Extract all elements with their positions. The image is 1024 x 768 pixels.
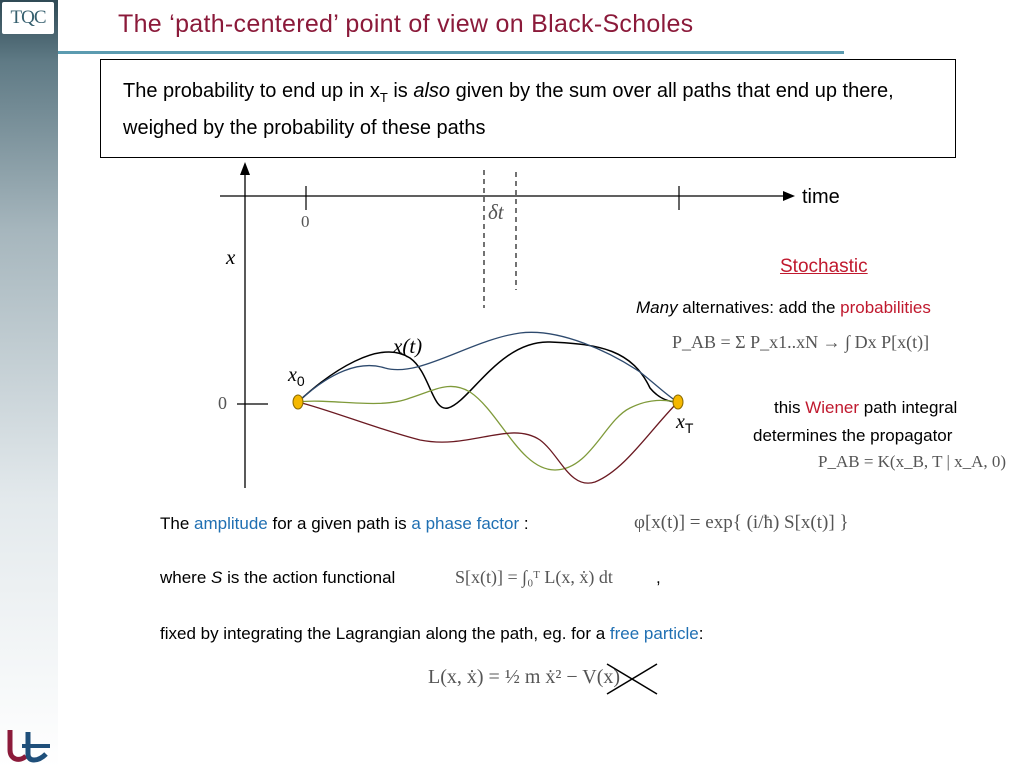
zero-x-label: 0	[218, 393, 227, 413]
amplitude-line: The amplitude for a given path is a phas…	[160, 514, 529, 533]
zero-time-label: 0	[301, 212, 310, 231]
stochastic-heading: Stochastic	[780, 256, 868, 277]
propagator-equation: P_AB = K(x_B, T | x_A, 0)	[818, 452, 1007, 471]
tqc-logo: TQC	[2, 2, 54, 34]
callout-text: The probability to end up in xT is also …	[123, 80, 894, 139]
slide-title: The ‘path-centered’ point of view on Bla…	[118, 10, 694, 38]
start-node	[292, 394, 304, 410]
wiener-line: this Wiener path integral	[774, 398, 958, 417]
xT-label: xT	[676, 411, 694, 436]
sidebar-gradient: TQC	[0, 0, 58, 768]
university-logo	[7, 730, 50, 763]
path-blue	[297, 331, 679, 403]
action-equation: S[x(t)] = ∫₀ᵀ L(x, ẋ) dt	[455, 567, 613, 587]
propagator-line: determines the propagator	[753, 426, 953, 445]
action-line: where S is the action functional	[160, 568, 396, 587]
x0-label: x0	[288, 364, 305, 389]
time-label: time	[802, 186, 840, 208]
strike-line-2	[606, 663, 658, 695]
time-axis-arrow	[783, 191, 795, 201]
path-green	[297, 385, 679, 471]
path-label: x(t)	[393, 334, 423, 358]
x-axis-label: x	[226, 245, 236, 269]
delta-t-label: δt	[488, 200, 504, 224]
title-underline	[58, 51, 844, 54]
lagrangian-equation: L(x, ẋ) = ½ m ẋ² − V(x)	[428, 666, 621, 688]
action-comma: ,	[656, 568, 661, 587]
end-node	[672, 394, 684, 410]
sum-over-paths-equation: P_AB = Σ P_x1..xN → ∫ Dx P[x(t)]	[672, 332, 930, 352]
phase-factor-equation: φ[x(t)] = exp{ (i/ħ) S[x(t)] }	[634, 512, 849, 533]
lagrangian-line: fixed by integrating the Lagrangian alon…	[160, 624, 704, 643]
many-alternatives-line: Many alternatives: add the probabilities	[636, 298, 931, 317]
path-red	[297, 401, 679, 484]
callout-box: The probability to end up in xT is also …	[100, 59, 956, 158]
path-black	[297, 341, 679, 409]
x-axis-arrow	[240, 162, 250, 175]
